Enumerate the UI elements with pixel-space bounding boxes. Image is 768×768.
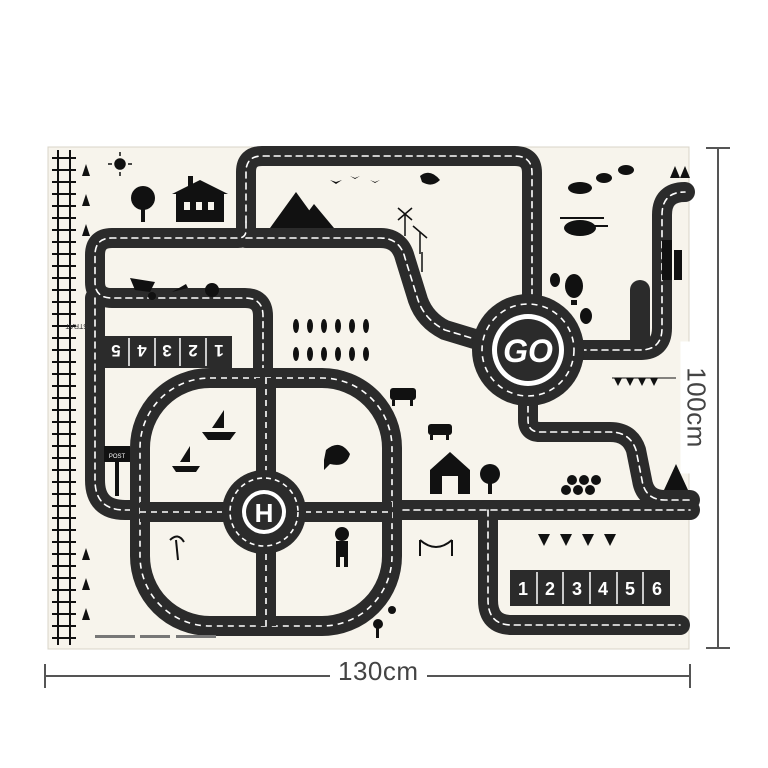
parking-number: 3 [162, 341, 171, 360]
parking-right [510, 570, 670, 606]
parking-number: 2 [545, 579, 555, 599]
parking-number: 6 [652, 579, 662, 599]
sailboat-icons [172, 410, 236, 472]
logs-icon [561, 475, 601, 495]
post-sign-label: POST [109, 454, 126, 460]
height-dimension-line [706, 147, 730, 649]
icecream-icons [538, 534, 616, 546]
pirate-icon [335, 527, 349, 567]
house-icon [172, 176, 228, 222]
road-network [85, 146, 700, 635]
wheelbarrow-icon [130, 278, 219, 300]
sun-icon [108, 152, 132, 176]
height-dimension-label: 100cm [680, 341, 712, 474]
fine-print [95, 635, 216, 638]
cow-icons [390, 388, 452, 440]
tent-icon [664, 464, 688, 490]
go-roundabout [472, 294, 584, 406]
parking-number: 3 [572, 579, 582, 599]
bunting-icon [612, 377, 676, 386]
palm-tree-icon [169, 535, 185, 561]
helipad-label: H [255, 498, 274, 528]
balloon-icons [550, 273, 592, 324]
cloud-icons [568, 165, 690, 194]
width-dimension-label: 130cm [330, 656, 427, 687]
tree-icon [131, 186, 155, 222]
go-label: GO [503, 333, 553, 369]
mountain-icon [270, 192, 334, 228]
bird-icons [330, 172, 440, 185]
parking-left [104, 336, 232, 368]
crop-field-icon [293, 319, 369, 361]
mailbox-icon [104, 446, 130, 496]
parking-number: 5 [625, 579, 635, 599]
windmill-icons [397, 207, 428, 272]
parking-number: 4 [598, 579, 608, 599]
parking-number: 1 [214, 341, 223, 360]
parking-number: 1 [518, 579, 528, 599]
buildings-icon [662, 240, 682, 280]
parking-number: 2 [188, 341, 197, 360]
tree-row [82, 164, 90, 620]
start-label: STRAT [65, 322, 88, 329]
helipad-roundabout [222, 470, 306, 554]
helicopter-icon [560, 217, 608, 236]
parking-number: 4 [137, 341, 147, 360]
barn-icon [430, 452, 500, 494]
flower-icons [373, 606, 396, 638]
railway-track [52, 150, 76, 645]
parking-number: 5 [111, 341, 120, 360]
whale-icon [324, 444, 350, 470]
bridge-icon [419, 539, 453, 556]
